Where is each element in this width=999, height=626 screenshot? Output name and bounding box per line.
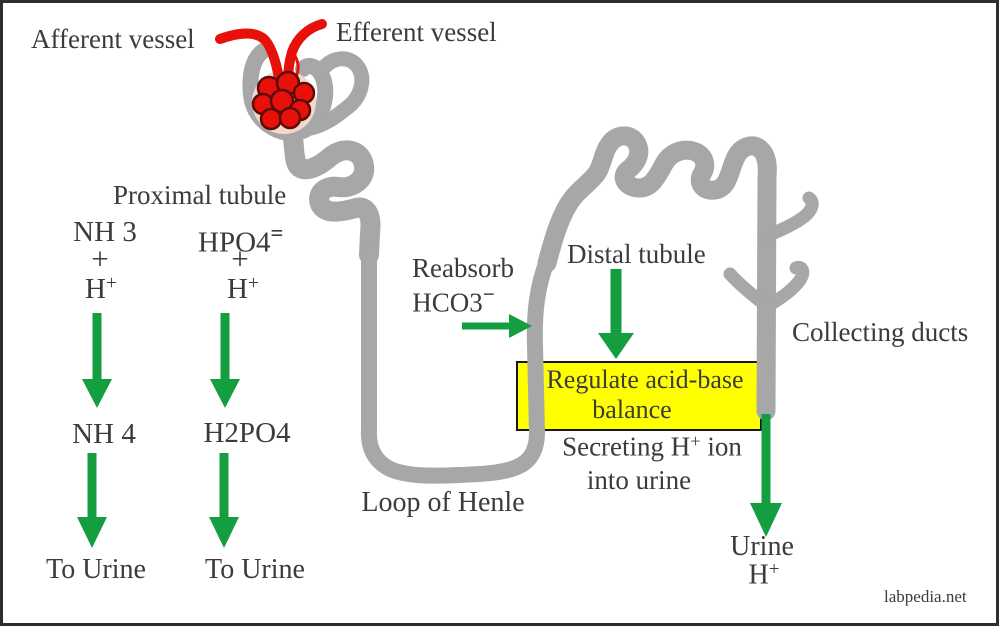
nephron-art xyxy=(77,19,819,548)
nh4-label: NH 4 xyxy=(72,418,136,450)
hco3-sup: − xyxy=(482,282,495,306)
duct-branch-right xyxy=(761,260,810,313)
h-ion-base: H xyxy=(226,272,248,305)
h-ion-sup: + xyxy=(247,272,260,294)
hpo4-plus: + xyxy=(231,241,249,276)
right-arrow-reabsorb xyxy=(462,314,532,338)
down-arrow-nh3 xyxy=(82,313,112,408)
hpo4-sup: = xyxy=(270,220,284,245)
urine-h-base: H xyxy=(748,559,769,591)
afferent-vessel-shape xyxy=(215,28,284,83)
nephron-tubule xyxy=(242,43,819,484)
hco3-label: HCO3− xyxy=(412,282,495,318)
h-ion-label-left: H+ xyxy=(85,273,117,304)
regulate-box xyxy=(516,361,762,431)
efferent-vessel-label: Efferent vessel xyxy=(336,17,497,47)
capillary-tuft xyxy=(251,70,316,131)
h-ion-sup: + xyxy=(105,272,118,294)
h-ion-label-right: H+ xyxy=(227,273,259,304)
down-arrow-distal xyxy=(598,269,634,359)
duct-branch-left xyxy=(723,267,771,311)
hco3-base: HCO3 xyxy=(412,287,483,318)
secreting-post: ion xyxy=(700,431,742,462)
duct-branch-upper xyxy=(760,191,819,243)
to-urine-label-right: To Urine xyxy=(205,554,305,585)
secreting-sup: + xyxy=(690,431,701,451)
distal-tubule-label: Distal tubule xyxy=(567,239,706,269)
hpo4-base: HPO4 xyxy=(198,226,271,259)
glomerulus xyxy=(215,19,327,134)
collecting-ducts-label: Collecting ducts xyxy=(792,317,969,347)
down-arrow-nh4 xyxy=(77,453,107,548)
loop-of-henle-label: Loop of Henle xyxy=(361,487,525,518)
regulate-box-line2: balance xyxy=(592,395,672,424)
hpo4-label: HPO4= xyxy=(198,220,284,259)
proximal-convolutions xyxy=(280,117,381,265)
distal-and-duct xyxy=(537,126,777,421)
loop-of-henle-tube xyxy=(360,242,555,484)
nh3-label: NH 3 xyxy=(73,216,137,248)
to-urine-label-left: To Urine xyxy=(46,554,146,585)
h-ion-base: H xyxy=(84,272,106,305)
secreting-pre: Secreting H xyxy=(562,431,691,462)
down-arrow-urine xyxy=(750,414,782,537)
proximal-tubule-label: Proximal tubule xyxy=(113,180,287,210)
nh3-plus: + xyxy=(91,241,109,276)
urine-label: Urine xyxy=(730,531,794,562)
reabsorb-label: Reabsorb xyxy=(412,253,514,283)
h2po4-label: H2PO4 xyxy=(203,417,291,449)
afferent-vessel-label: Afferent vessel xyxy=(31,24,195,54)
down-arrow-hpo4 xyxy=(210,313,240,408)
down-arrow-h2po4 xyxy=(209,453,239,548)
watermark: labpedia.net xyxy=(884,587,967,606)
urine-h-ion-label: H+ xyxy=(749,560,780,590)
urine-h-sup: + xyxy=(768,559,780,580)
secreting-line2: into urine xyxy=(586,465,692,495)
regulate-box-line1: Regulate acid-base xyxy=(546,365,744,394)
secreting-line1: Secreting H+ ion xyxy=(562,431,742,462)
proximal-coil xyxy=(303,51,370,136)
